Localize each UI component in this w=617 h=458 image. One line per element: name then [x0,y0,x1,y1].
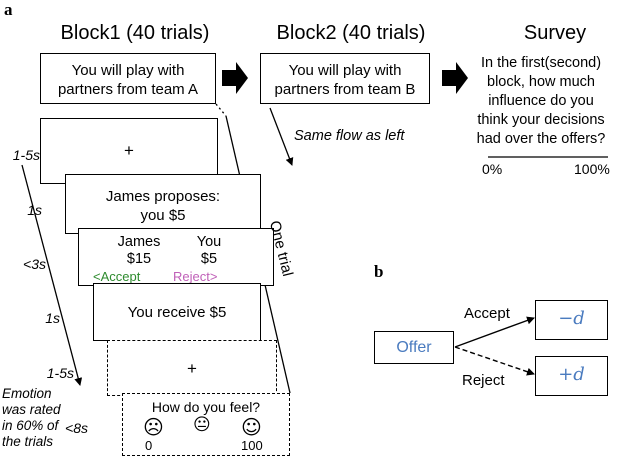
time-arrow [21,164,83,386]
dotted-connector [215,103,227,117]
outcome-text: You receive $5 [127,304,227,321]
happy-face-icon: ☺ [241,415,262,439]
decision-left-name: James [117,234,161,250]
accept-arrow [454,316,535,348]
timing-fixation2: 1-5s [46,365,74,381]
emotion-note: Emotion was rated in 60% of the trials [2,386,61,450]
emotion-note-line: in 60% of [2,418,59,433]
panel-label-b: b [374,262,384,281]
emotion-scale-min: 0 [145,438,153,453]
screen-emotion-rating: How do you feel? ☹ 😐 ☺ 0 100 [122,393,290,456]
plus-d-box: +d [535,356,608,396]
decision-right-name: You [196,234,222,250]
screen-decision: James $15 You $5 <Accept Reject> [78,228,274,286]
block1-box: You will play with partners from team A [40,53,216,104]
fixation-cross: + [124,141,134,160]
proposal-line1: James proposes: [105,188,221,205]
reject-arrow [454,346,535,376]
block2-text-line2: partners from team B [274,81,416,98]
sad-face-icon: ☹ [143,415,164,439]
survey-question-line: block, how much [487,74,595,90]
emotion-note-line: Emotion [2,386,52,401]
decision-right: You $5 [179,234,239,268]
same-flow-note: Same flow as left [294,128,405,144]
survey-question-line: had over the offers? [476,131,606,147]
same-flow-arrow [269,107,294,166]
block1-text-line2: partners from team A [57,81,199,98]
survey-question-line: In the first(second) [480,55,602,71]
survey-question-line: think your decisions [477,112,605,128]
panel-label-a: a [4,0,13,19]
block-arrow-1 [222,62,248,94]
survey-scale-min: 0% [482,161,503,177]
timing-outcome: 1s [45,310,60,326]
survey-question-line: influence do you [488,93,594,109]
screen-proposal: James proposes: you $5 [65,174,261,234]
timing-proposal: 1s [27,202,42,218]
fixation-cross-2: + [187,359,197,378]
block1-text-line1: You will play with [71,62,185,79]
proposal-line2: you $5 [140,207,186,224]
block-arrow-2 [442,62,468,94]
timing-emotion: <8s [65,420,88,436]
timing-fixation: 1-5s [12,147,40,163]
reject-option: Reject> [173,269,218,284]
block2-box: You will play with partners from team B [260,53,430,104]
emotion-note-line: the trials [2,434,54,449]
block1-title: Block1 (40 trials) [60,22,210,44]
survey-title: Survey [523,22,587,44]
screen-fixation2: + [107,340,277,396]
emotion-question: How do you feel? [151,399,261,415]
block2-title: Block2 (40 trials) [276,22,426,44]
emotion-scale-max: 100 [241,438,263,453]
accept-label: Accept [464,305,510,322]
reject-label: Reject [462,372,505,389]
survey-scale-max: 100% [574,161,610,177]
minus-d-box: −d [535,300,608,340]
block2-text-line1: You will play with [288,62,402,79]
decision-left: James $15 [104,234,174,268]
emotion-note-line: was rated [2,402,61,417]
neutral-face-icon: 😐 [193,415,211,435]
decision-left-amount: $15 [126,251,152,267]
offer-box: Offer [374,331,454,364]
screen-outcome: You receive $5 [93,283,261,341]
survey-question: In the first(second) block, how much inf… [466,54,616,149]
decision-right-amount: $5 [200,251,218,267]
timing-decision: <3s [23,256,46,272]
accept-option: <Accept [93,269,141,284]
